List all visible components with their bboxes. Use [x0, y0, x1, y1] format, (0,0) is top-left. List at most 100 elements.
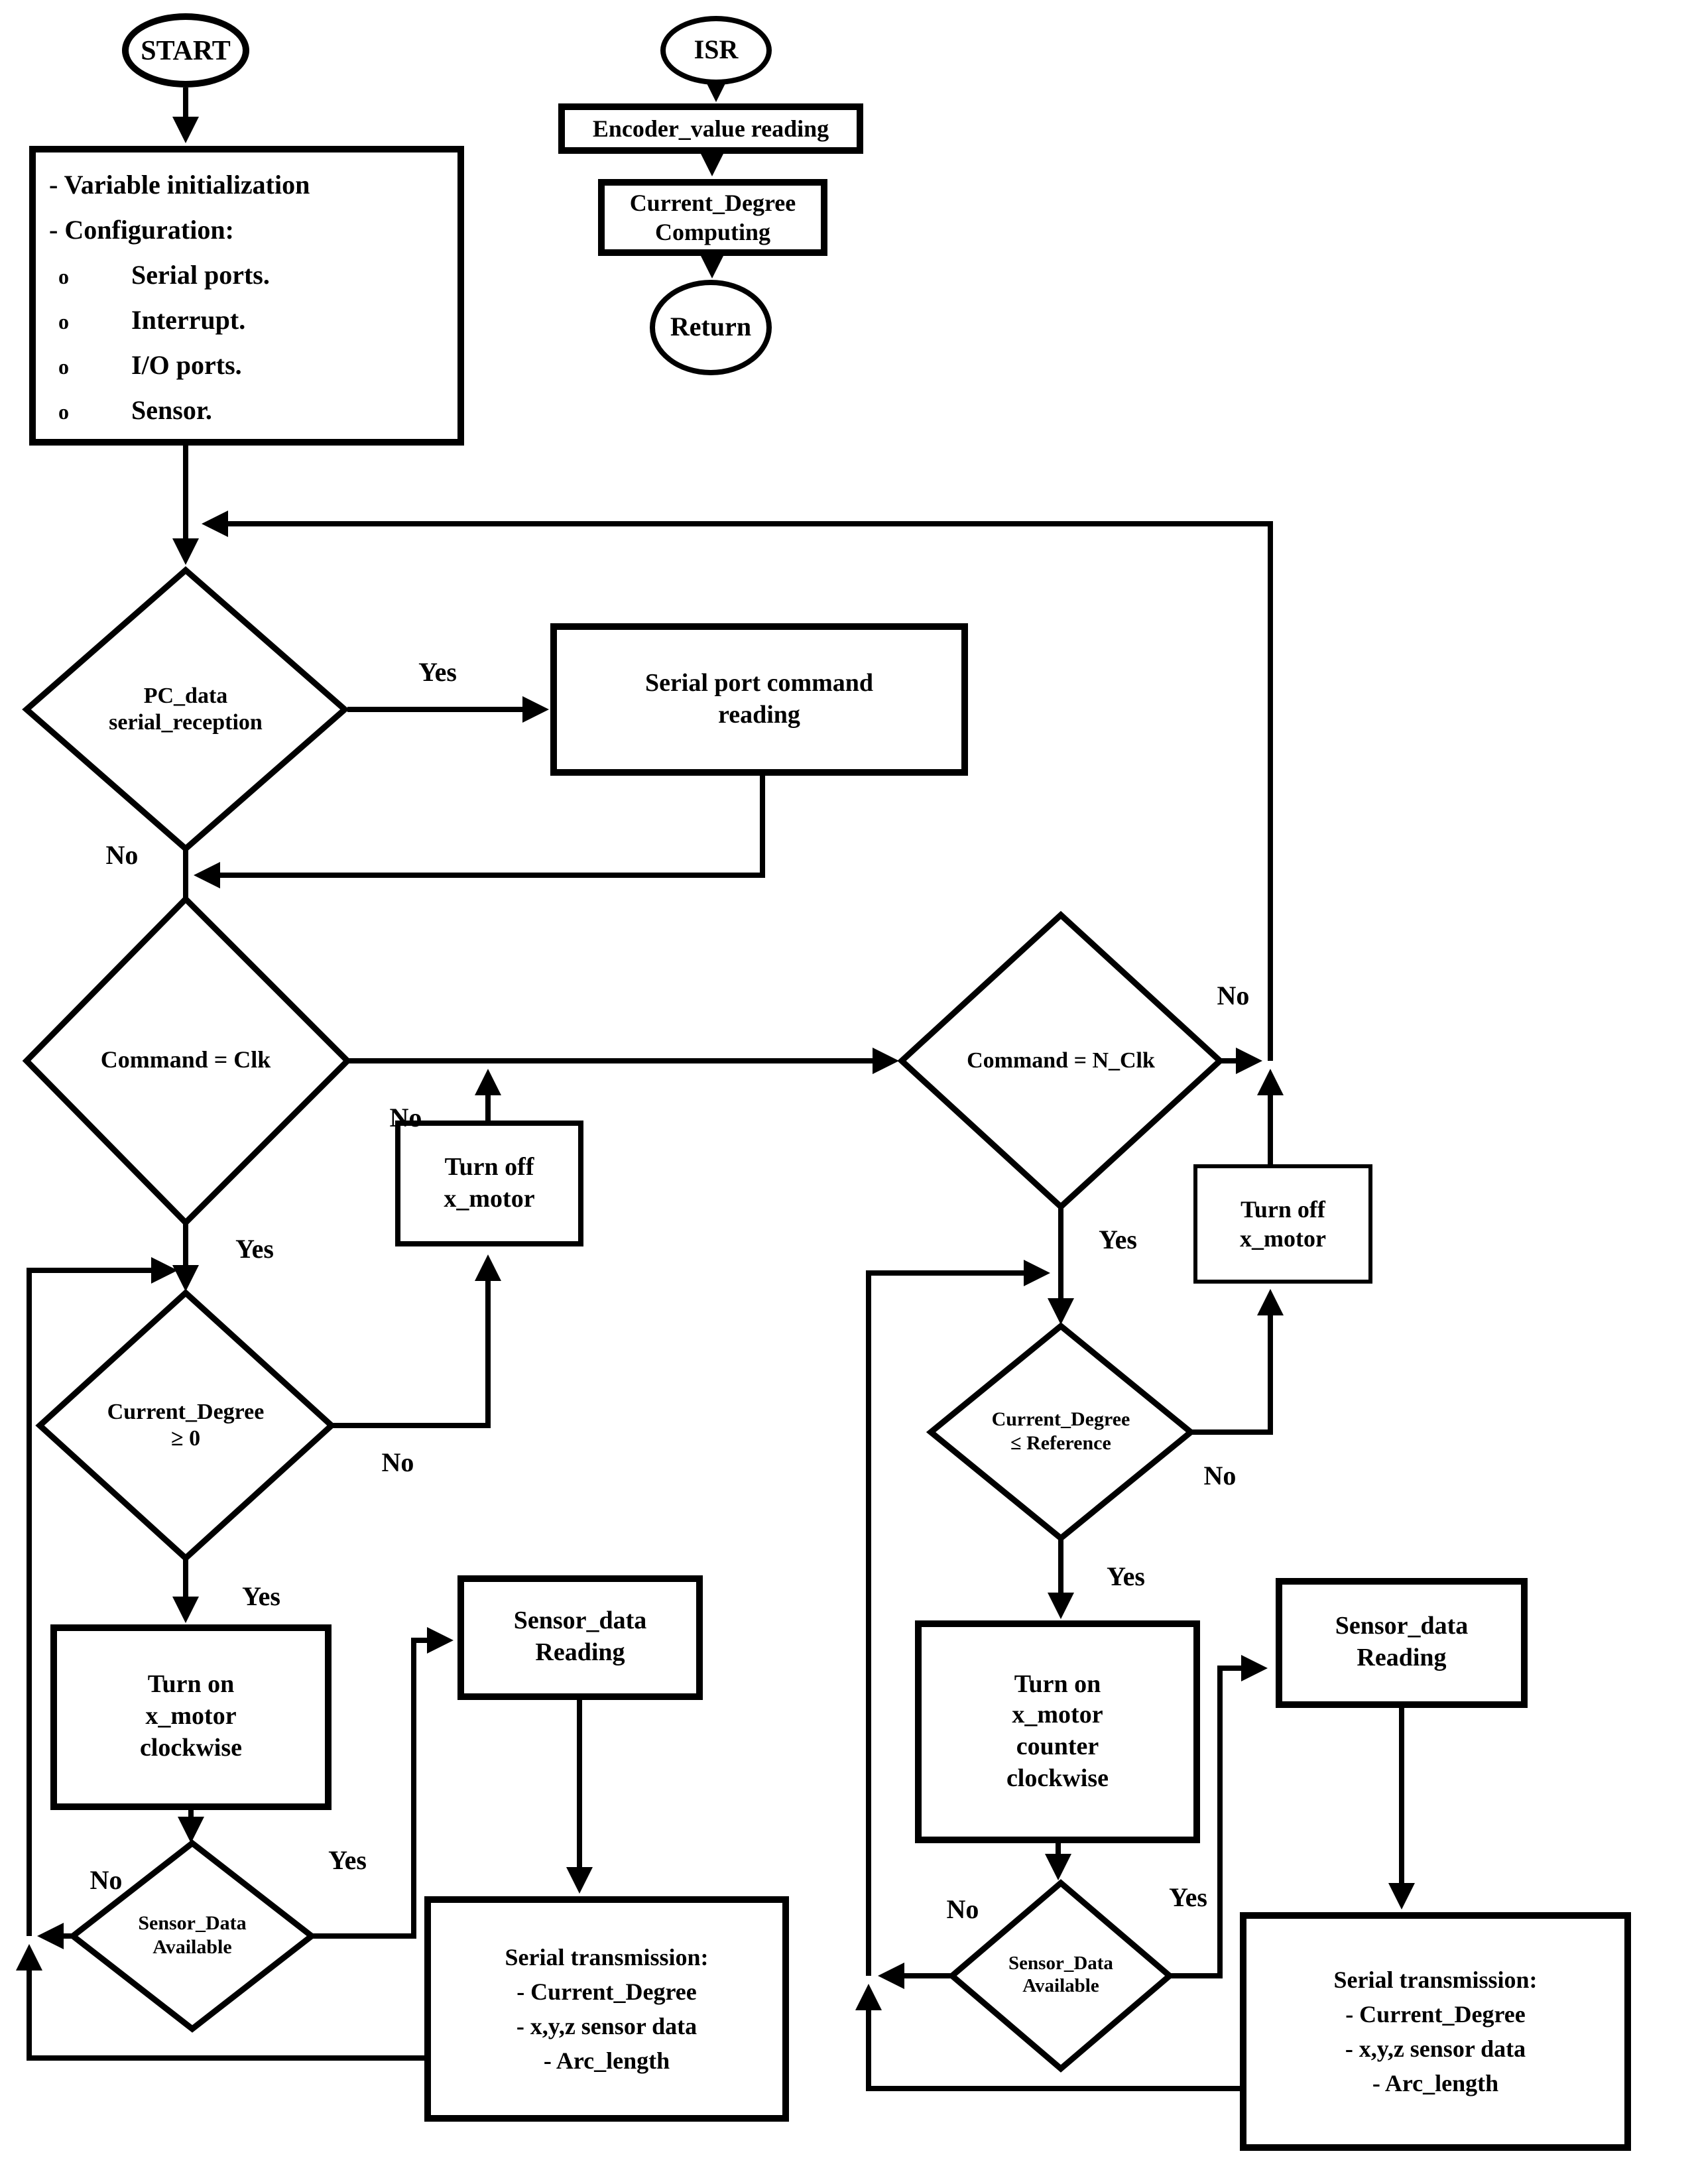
turnonccw-line4: clockwise — [1006, 1764, 1109, 1793]
process-encoder-reading: Encoder_value reading — [558, 103, 863, 154]
pcdata-line2: serial_reception — [109, 709, 263, 735]
txR-line4: - Arc_length — [1372, 2070, 1499, 2097]
decision-pcdata-shape — [22, 566, 349, 853]
return-label: Return — [670, 312, 752, 341]
sdR-line1: Sensor_Data — [1008, 1953, 1113, 1974]
label-sdR-no: No — [946, 1896, 979, 1925]
txR-line2: - Current_Degree — [1345, 2000, 1526, 2028]
readL-line1: Sensor_data — [513, 1607, 647, 1636]
decision-sdL-label: Sensor_Data Available — [73, 1890, 312, 1982]
label-pcdata-yes: Yes — [418, 658, 457, 688]
decision-clk-shape — [22, 894, 352, 1227]
decision-cdleref-shape — [926, 1322, 1196, 1542]
process-turn-off-xmotor-right: Turn off x_motor — [1193, 1164, 1372, 1284]
txL-line1: Serial transmission: — [505, 1943, 709, 1971]
cdleref-line2: ≤ Reference — [1010, 1433, 1111, 1455]
txL-line3: - x,y,z sensor data — [516, 2013, 697, 2039]
decision-sdR-shape — [947, 1879, 1174, 2073]
txL-line4: - Arc_length — [543, 2047, 670, 2075]
serialcmd-line1: Serial port command — [644, 669, 874, 698]
readR-line1: Sensor_data — [1335, 1612, 1469, 1641]
return-terminal: Return — [650, 280, 772, 375]
edge-sdL-yes — [312, 1627, 454, 1939]
edge-right-feedback — [866, 1260, 1050, 1976]
edge-txR-return — [855, 1984, 1240, 2091]
turnoffL-line2: x_motor — [444, 1185, 535, 1213]
label-nclk-yes: Yes — [1099, 1226, 1137, 1255]
label-cdleref-no: No — [1203, 1462, 1237, 1491]
turnonccw-line2: x_motor — [1012, 1701, 1103, 1730]
start-label: START — [141, 34, 231, 66]
turnoffR-line2: x_motor — [1240, 1225, 1326, 1252]
process-initialization: - Variable initialization - Configuratio… — [29, 146, 464, 446]
init-line-config: - Configuration: — [49, 216, 234, 245]
decision-cdge0-label: Current_Degree ≥ 0 — [40, 1379, 332, 1472]
decision-sdL-shape — [68, 1839, 317, 2033]
init-item-serial: o Serial ports. — [49, 253, 270, 298]
cdge0-line2: ≥ 0 — [170, 1426, 201, 1451]
label-nclk-no: No — [1217, 982, 1250, 1011]
label-sdL-no: No — [90, 1866, 123, 1896]
label-clk-no: No — [389, 1104, 422, 1133]
txR-line1: Serial transmission: — [1333, 1966, 1538, 1993]
init-line-variable: - Variable initialization — [49, 171, 310, 200]
label-pcdata-no: No — [105, 841, 139, 871]
circle-bullet-icon: o — [58, 357, 69, 379]
init-item-sensor: o Sensor. — [49, 389, 212, 434]
circle-bullet-icon: o — [58, 267, 69, 289]
readL-line2: Reading — [535, 1639, 625, 1667]
isr-label: ISR — [694, 35, 739, 64]
circle-bullet-icon: o — [58, 402, 69, 424]
serialcmd-line2: reading — [718, 701, 800, 729]
turnoffL-line1: Turn off — [444, 1153, 534, 1182]
label-sdR-yes: Yes — [1169, 1884, 1207, 1913]
cdleref-line1: Current_Degree — [991, 1410, 1130, 1431]
cdcomp-line1: Current_Degree — [629, 189, 796, 215]
process-sensor-data-reading-right: Sensor_data Reading — [1276, 1578, 1528, 1708]
cdge0-line1: Current_Degree — [107, 1398, 265, 1424]
edge-txL-return — [16, 1944, 424, 2061]
process-serial-transmission-right: Serial transmission: - Current_Degree - … — [1240, 1912, 1631, 2151]
decision-cdleref-label: Current_Degree ≤ Reference — [936, 1387, 1185, 1477]
edge-cdleref-no — [1191, 1289, 1284, 1435]
sdR-line2: Available — [1022, 1976, 1099, 1997]
process-sensor-data-reading-left: Sensor_data Reading — [457, 1575, 703, 1700]
label-cdleref-yes: Yes — [1107, 1563, 1145, 1592]
turnoncw-line3: clockwise — [139, 1734, 243, 1762]
txR-line3: - x,y,z sensor data — [1345, 2035, 1526, 2062]
decision-nclk-shape — [897, 910, 1225, 1211]
decision-sdR-label: Sensor_Data Available — [941, 1931, 1180, 2021]
decision-pcdata-label: PC_data serial_reception — [53, 663, 318, 756]
circle-bullet-icon: o — [58, 312, 69, 334]
turnoncw-line1: Turn on — [147, 1671, 235, 1699]
turnoffR-line1: Turn off — [1241, 1195, 1325, 1222]
process-turn-off-xmotor-left: Turn off x_motor — [395, 1121, 583, 1246]
decision-nclk-label: Command = N_Clk — [912, 1034, 1209, 1087]
turnonccw-line1: Turn on — [1014, 1670, 1101, 1698]
encoder-label: Encoder_value reading — [592, 115, 829, 142]
turnoncw-line2: x_motor — [145, 1703, 237, 1731]
edge-left-feedback — [27, 1257, 178, 1936]
start-terminal: START — [122, 13, 249, 88]
pcdata-line1: PC_data — [143, 682, 228, 708]
process-current-degree-computing: Current_Degree Computing — [598, 179, 827, 256]
readR-line2: Reading — [1357, 1644, 1447, 1672]
isr-terminal: ISR — [660, 16, 772, 85]
process-serial-port-command-reading: Serial port command reading — [550, 623, 968, 776]
decision-cdge0-shape — [35, 1288, 336, 1563]
process-serial-transmission-left: Serial transmission: - Current_Degree - … — [424, 1896, 789, 2122]
edge-cdge0-no — [332, 1254, 501, 1428]
edge-sdR-yes — [1170, 1655, 1268, 1978]
clk-line1: Command = Clk — [100, 1046, 271, 1073]
cdcomp-line2: Computing — [654, 219, 771, 245]
edge-serialcmd-return — [194, 776, 765, 888]
label-cdge0-yes: Yes — [242, 1583, 280, 1612]
process-turn-on-xmotor-counterclockwise: Turn on x_motor counter clockwise — [915, 1620, 1200, 1843]
txL-line2: - Current_Degree — [516, 1978, 697, 2005]
label-clk-yes: Yes — [235, 1235, 274, 1264]
process-turn-on-xmotor-clockwise: Turn on x_motor clockwise — [50, 1624, 332, 1810]
sdL-line1: Sensor_Data — [138, 1913, 247, 1935]
sdL-line2: Available — [152, 1937, 232, 1959]
